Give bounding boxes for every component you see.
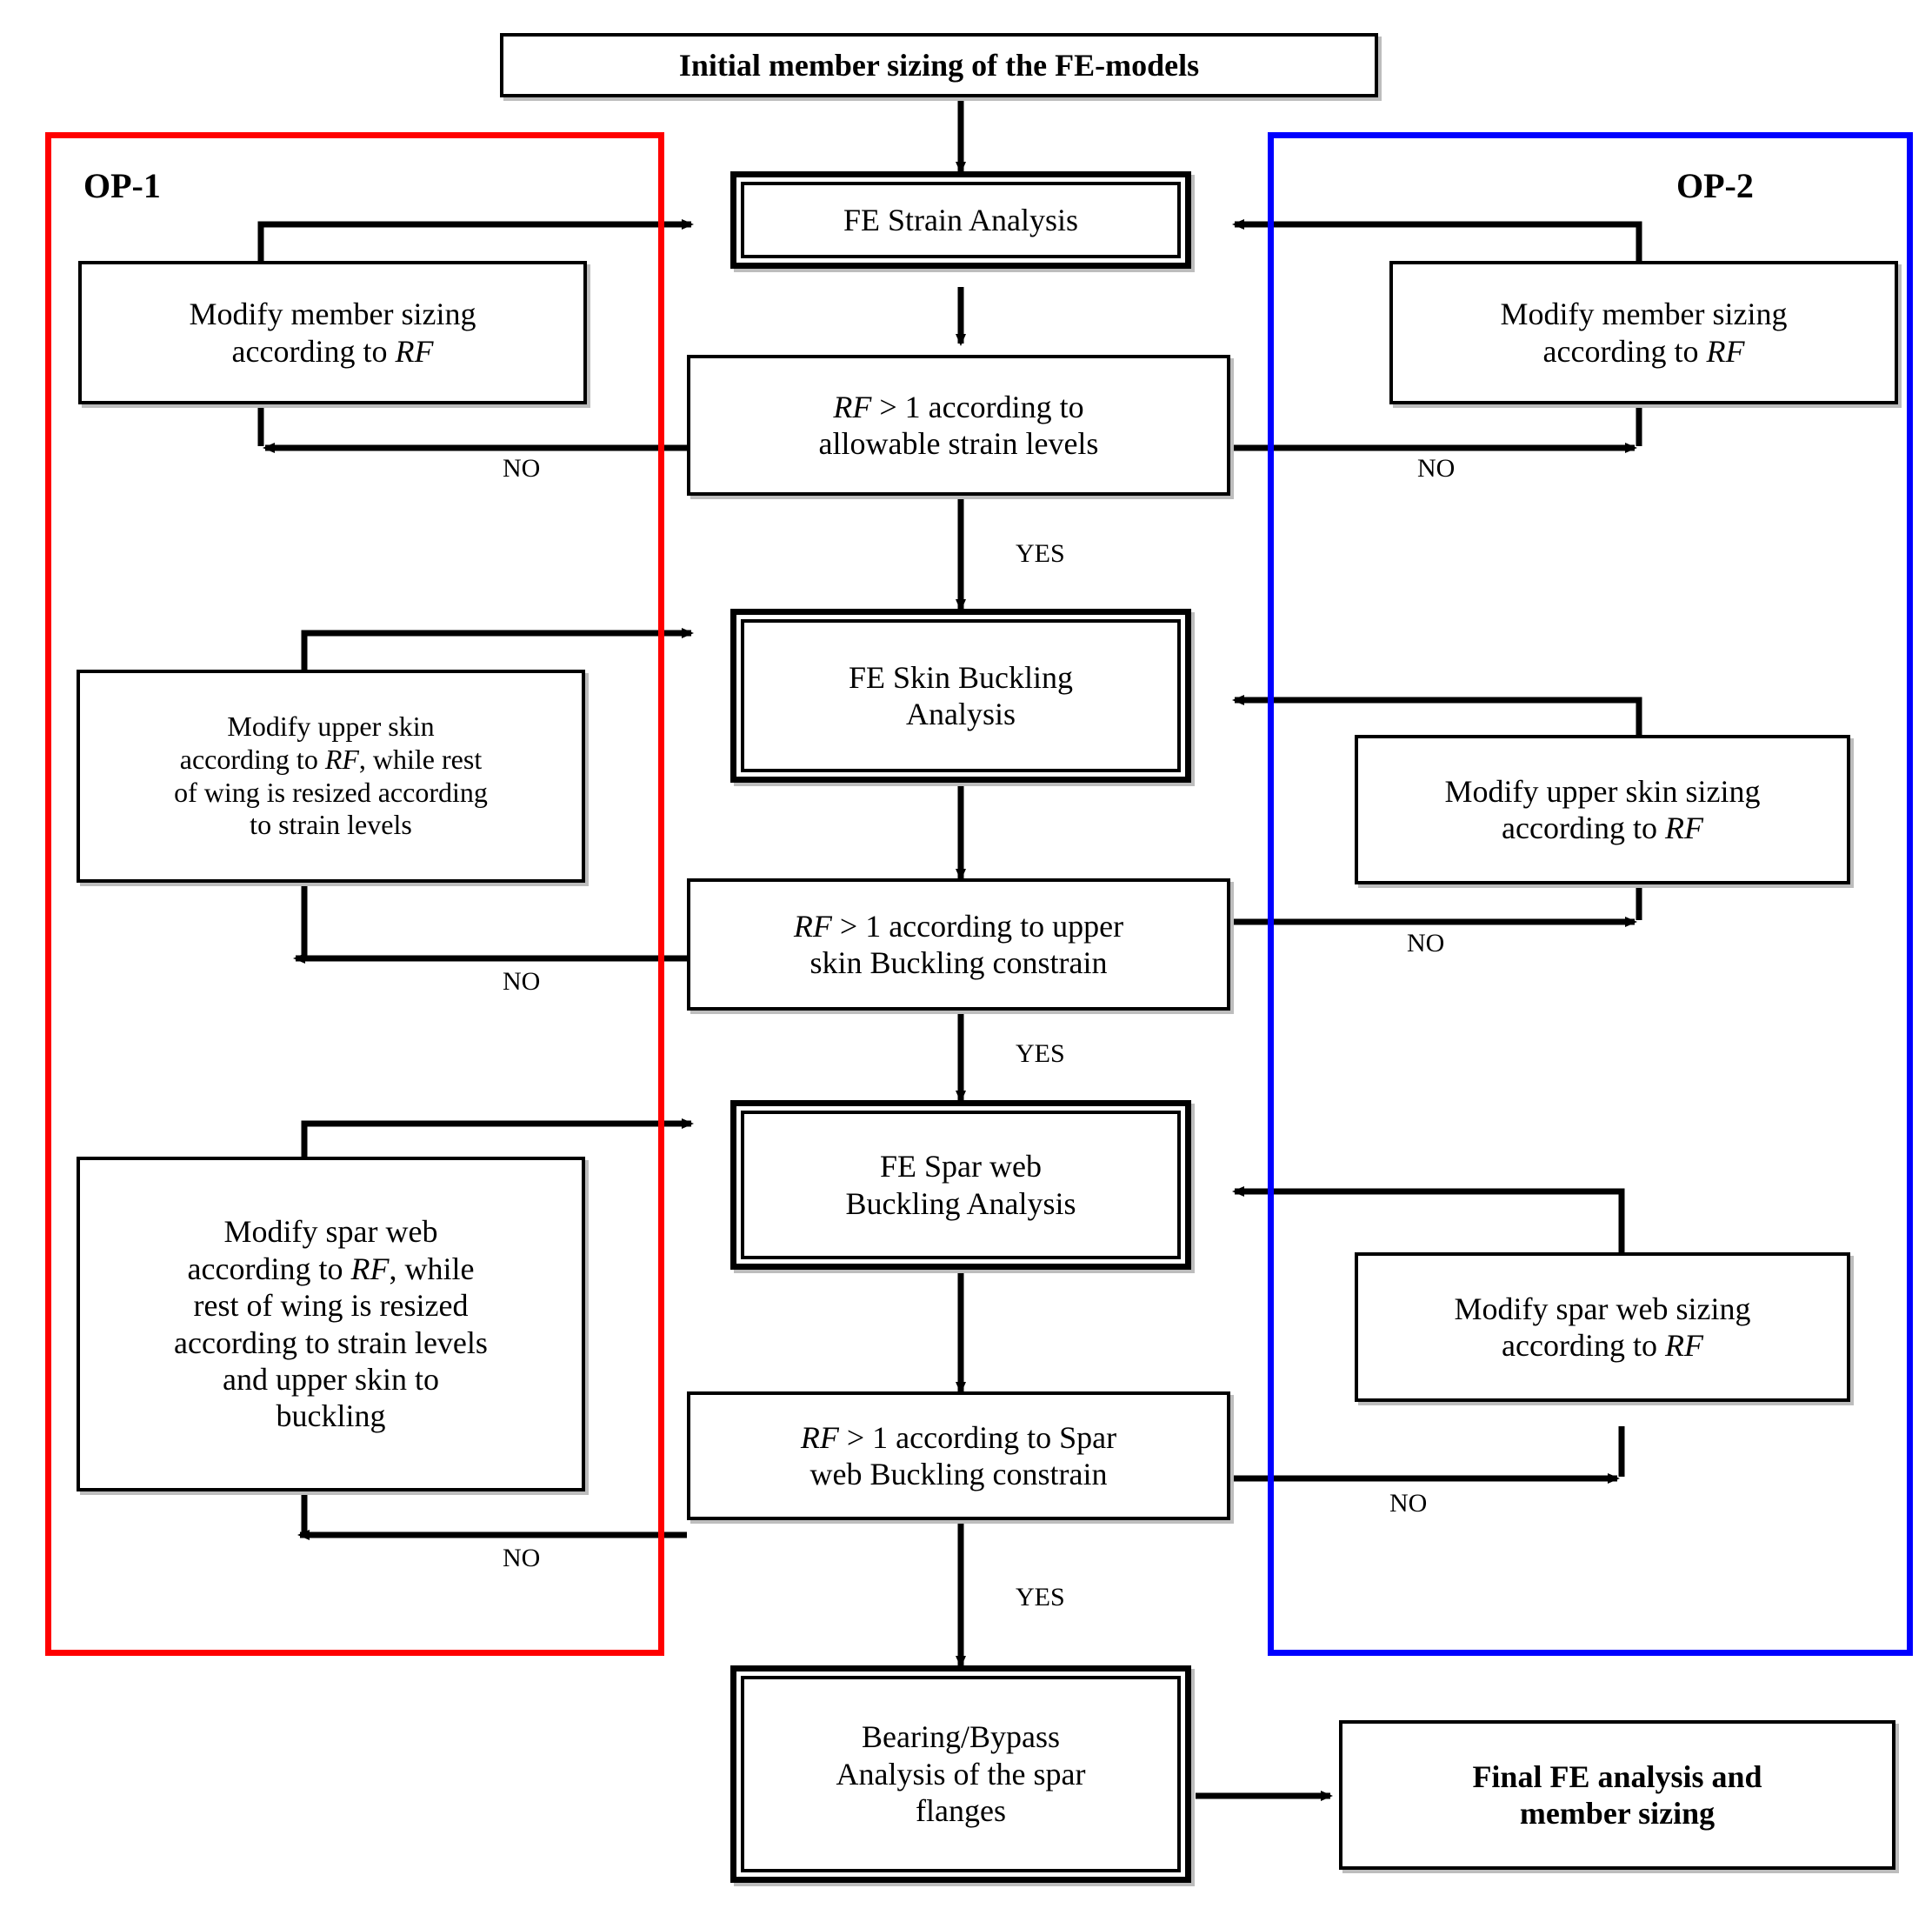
dec-strain-gt: > 1 according to xyxy=(879,389,1084,424)
node-op2-modify-member-text: Modify member sizing according to RF xyxy=(1492,296,1796,370)
edge-label-no-strain-left: NO xyxy=(503,454,541,483)
group-op1-label: OP-1 xyxy=(83,166,161,205)
edge-op2-member-to-strain xyxy=(1232,219,1642,265)
node-fe-strain-inner: FE Strain Analysis xyxy=(741,182,1181,258)
dec-skin-line2: skin Buckling constrain xyxy=(809,945,1108,980)
op1-spar-line1: Modify spar web xyxy=(223,1214,438,1250)
edge-label-yes-spar: YES xyxy=(1016,1583,1065,1611)
node-decision-strain-text: RF > 1 according to allowable strain lev… xyxy=(810,389,1108,463)
node-op1-modify-member-text: Modify member sizing according to RF xyxy=(181,296,485,370)
node-op1-modify-spar-web[interactable]: Modify spar web according to RF, while r… xyxy=(77,1157,585,1491)
node-decision-spar[interactable]: RF > 1 according to Spar web Buckling co… xyxy=(687,1391,1230,1520)
node-bearing-label: Bearing/Bypass Analysis of the spar flan… xyxy=(828,1718,1095,1829)
node-bearing-inner: Bearing/Bypass Analysis of the spar flan… xyxy=(741,1676,1181,1872)
node-op1-upper-skin-text: Modify upper skin according to RF, while… xyxy=(165,711,496,842)
edge-label-no-spar-right: NO xyxy=(1389,1489,1428,1518)
dec-skin-line1: > 1 according to upper xyxy=(839,908,1124,944)
node-final-label: Final FE analysis and member sizing xyxy=(1463,1758,1770,1832)
op1-spar-rf: RF xyxy=(350,1251,390,1286)
fe-spar-line2: Buckling Analysis xyxy=(845,1185,1076,1221)
node-start-label: Initial member sizing of the FE-models xyxy=(678,47,1200,83)
group-op2-label: OP-2 xyxy=(1676,166,1754,205)
final-line1: Final FE analysis and xyxy=(1472,1758,1762,1794)
op1-skin-line2a: according to xyxy=(179,743,325,775)
op1-spar-line3: rest of wing is resized xyxy=(193,1288,469,1324)
node-final-fe-analysis[interactable]: Final FE analysis and member sizing xyxy=(1339,1720,1895,1870)
node-op2-spar-text: Modify spar web sizing according to RF xyxy=(1446,1291,1760,1365)
fe-skin-line2: Analysis xyxy=(906,697,1016,731)
op2-spar-line2a: according to xyxy=(1502,1328,1665,1363)
op1-member-line2a: according to xyxy=(231,333,396,369)
node-op2-modify-spar-web-sizing[interactable]: Modify spar web sizing according to RF xyxy=(1355,1252,1850,1402)
node-op1-modify-member-sizing[interactable]: Modify member sizing according to RF xyxy=(78,261,587,404)
node-fe-spar-label: FE Spar web Buckling Analysis xyxy=(836,1148,1084,1222)
edge-label-yes-strain: YES xyxy=(1016,539,1065,568)
op1-skin-line1: Modify upper skin xyxy=(227,711,435,742)
node-fe-skin-buckling-analysis[interactable]: FE Skin Buckling Analysis xyxy=(730,609,1191,783)
dec-spar-line1: > 1 according to Spar xyxy=(846,1419,1117,1455)
op1-spar-line5: and upper skin to xyxy=(223,1361,439,1397)
dec-spar-rf: RF xyxy=(800,1419,839,1455)
op1-skin-line3: of wing is resized according xyxy=(174,776,488,808)
node-op1-spar-text: Modify spar web according to RF, while r… xyxy=(165,1213,496,1435)
dec-skin-rf: RF xyxy=(793,908,832,944)
dec-spar-line2: web Buckling constrain xyxy=(809,1457,1108,1491)
op2-member-line1: Modify member sizing xyxy=(1500,297,1788,332)
op2-member-rf: RF xyxy=(1706,333,1745,369)
dec-strain-rf: RF xyxy=(833,389,872,424)
edge-label-yes-skin: YES xyxy=(1016,1039,1065,1068)
op1-skin-line2b: , while rest xyxy=(358,743,483,775)
group-op2-frame xyxy=(1268,132,1913,1656)
bearing-line3: flanges xyxy=(916,1793,1006,1829)
edge-op1-member-to-strain xyxy=(257,219,694,265)
bearing-line2: Analysis of the spar xyxy=(836,1756,1086,1792)
node-op2-upper-skin-text: Modify upper skin sizing according to RF xyxy=(1436,773,1769,847)
dec-strain-line2: allowable strain levels xyxy=(818,426,1099,461)
node-decision-spar-text: RF > 1 according to Spar web Buckling co… xyxy=(792,1419,1125,1493)
op1-member-rf: RF xyxy=(395,333,434,369)
op1-spar-line6: buckling xyxy=(276,1398,386,1434)
node-decision-strain[interactable]: RF > 1 according to allowable strain lev… xyxy=(687,355,1230,496)
node-fe-strain-analysis[interactable]: FE Strain Analysis xyxy=(730,171,1191,269)
fe-spar-line1: FE Spar web xyxy=(880,1149,1042,1184)
op1-spar-line2a: according to xyxy=(187,1251,351,1286)
op2-member-line2a: according to xyxy=(1542,333,1707,369)
node-start[interactable]: Initial member sizing of the FE-models xyxy=(500,33,1378,97)
op1-skin-rf: RF xyxy=(324,743,359,775)
op2-spar-rf: RF xyxy=(1664,1328,1703,1363)
edge-label-no-skin-right: NO xyxy=(1407,929,1445,958)
node-decision-skin-text: RF > 1 according to upper skin Buckling … xyxy=(785,908,1132,982)
edge-op1-skin-to-feskin xyxy=(301,628,694,670)
edge-op1-spar-to-fespar xyxy=(301,1118,694,1157)
op2-skin-line2a: according to xyxy=(1502,811,1665,845)
bearing-line1: Bearing/Bypass xyxy=(862,1719,1060,1755)
fe-skin-line1: FE Skin Buckling xyxy=(848,659,1074,695)
edge-label-no-skin-left: NO xyxy=(503,967,541,996)
node-bearing-bypass-analysis[interactable]: Bearing/Bypass Analysis of the spar flan… xyxy=(730,1665,1191,1883)
node-fe-strain-label: FE Strain Analysis xyxy=(843,202,1079,237)
node-op2-modify-upper-skin-sizing[interactable]: Modify upper skin sizing according to RF xyxy=(1355,735,1850,884)
node-fe-spar-web-buckling-analysis[interactable]: FE Spar web Buckling Analysis xyxy=(730,1100,1191,1270)
edge-op2-spar-to-fespar xyxy=(1232,1186,1625,1252)
node-op1-modify-upper-skin[interactable]: Modify upper skin according to RF, while… xyxy=(77,670,585,883)
op2-skin-line1: Modify upper skin sizing xyxy=(1444,773,1761,809)
edge-label-no-strain-right: NO xyxy=(1417,454,1456,483)
op1-member-line1: Modify member sizing xyxy=(189,297,476,332)
group-op1-frame xyxy=(45,132,664,1656)
op2-skin-rf: RF xyxy=(1664,811,1703,845)
op2-spar-line1: Modify spar web sizing xyxy=(1454,1291,1751,1326)
edge-label-no-spar-left: NO xyxy=(503,1544,541,1572)
op1-skin-line4: to strain levels xyxy=(250,809,412,841)
node-decision-skin[interactable]: RF > 1 according to upper skin Buckling … xyxy=(687,878,1230,1011)
final-line2: member sizing xyxy=(1519,1796,1715,1831)
node-fe-skin-label: FE Skin Buckling Analysis xyxy=(840,659,1082,733)
op1-spar-line2b: , while xyxy=(389,1251,475,1286)
edge-op2-skin-to-feskin xyxy=(1232,695,1642,735)
node-fe-spar-inner: FE Spar web Buckling Analysis xyxy=(741,1111,1181,1259)
node-fe-skin-inner: FE Skin Buckling Analysis xyxy=(741,619,1181,772)
op1-spar-line4: according to strain levels xyxy=(174,1324,488,1360)
node-op2-modify-member-sizing[interactable]: Modify member sizing according to RF xyxy=(1389,261,1898,404)
